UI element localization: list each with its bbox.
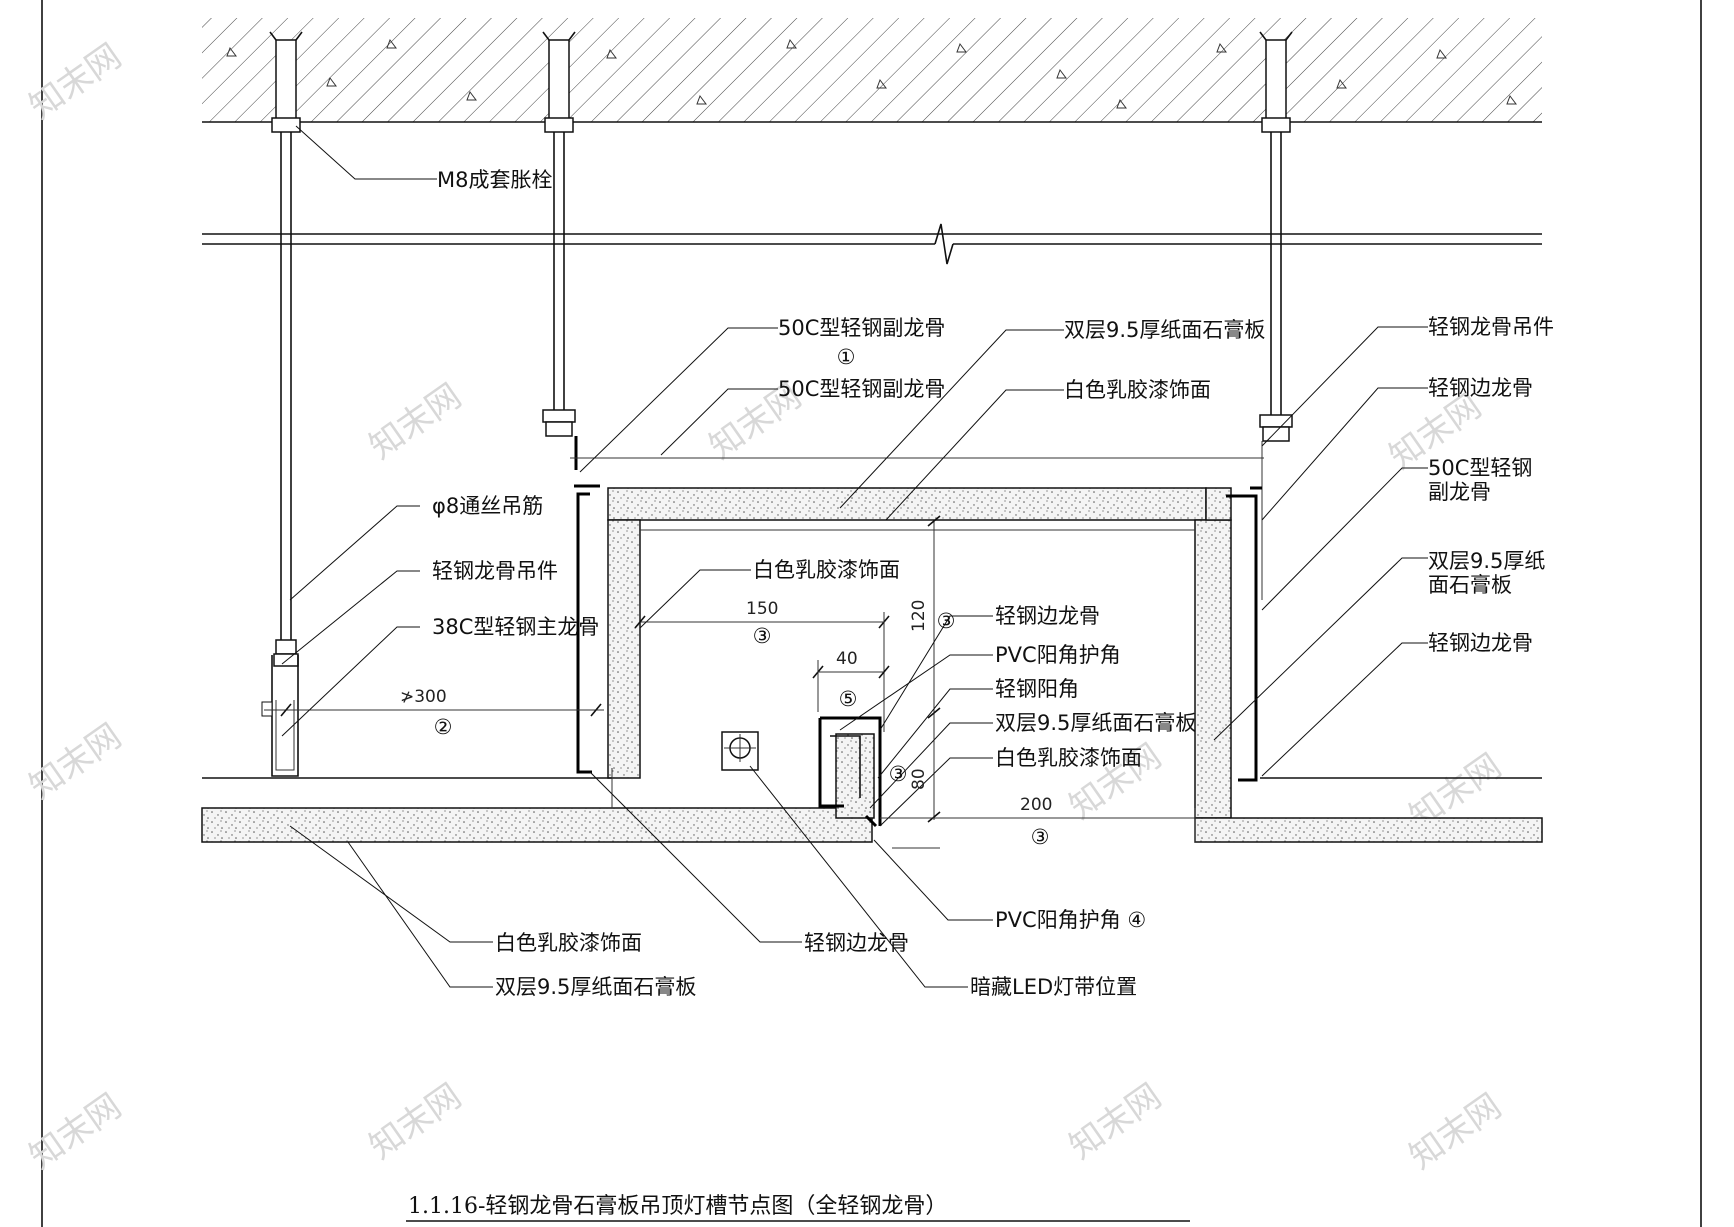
label-double-board-bottom: 双层9.5厚纸面石膏板: [495, 975, 696, 999]
gypsum-board-right-wall: [1194, 487, 1232, 819]
label-rod-phi8: φ8通丝吊筋: [432, 494, 543, 518]
label-led-position: 暗藏LED灯带位置: [970, 975, 1137, 999]
label-hanger-right-top: 轻钢龙骨吊件: [1428, 315, 1554, 339]
label-double-board-right-line1: 双层9.5厚纸: [1428, 549, 1545, 573]
expansion-bolt: [542, 31, 576, 133]
hanger-clip: [261, 639, 299, 777]
gypsum-board-top: [607, 487, 1207, 521]
dimension-120: [892, 515, 941, 849]
label-50c-right-line1: 50C型轻钢: [1428, 456, 1532, 480]
label-pvc-corner-4: PVC阳角护角 ④: [995, 908, 1146, 932]
marker-1: ①: [837, 345, 856, 369]
label-50c-right-line2: 副龙骨: [1428, 480, 1491, 504]
dim-text-300: ≯300: [400, 687, 447, 707]
label-50c-sub-keel: 50C型轻钢副龙骨: [778, 316, 945, 340]
watermark-text: 知末网: [362, 1076, 468, 1167]
expansion-bolt: [1259, 31, 1293, 133]
label-pvc-corner: PVC阳角护角: [995, 643, 1121, 667]
label-double-board-mid: 双层9.5厚纸面石膏板: [995, 711, 1196, 735]
marker-2: ②: [434, 715, 453, 739]
marker-5: ⑤: [839, 687, 858, 711]
watermark-text: 知末网: [1062, 1076, 1168, 1167]
label-white-paint-bottom: 白色乳胶漆饰面: [495, 931, 642, 955]
dim-text-80: 80: [909, 768, 929, 790]
dim-text-40: 40: [836, 649, 858, 669]
drawing-title: 1.1.16-轻钢龙骨石膏板吊顶灯槽节点图（全轻钢龙骨）: [408, 1194, 947, 1219]
label-c38-main-keel: 38C型轻钢主龙骨: [432, 615, 599, 639]
label-edge-keel-bottom: 轻钢边龙骨: [804, 931, 909, 955]
hanger-rod: [280, 132, 292, 650]
hanger-rod: [553, 132, 565, 410]
concrete-slab: [202, 18, 1542, 123]
label-white-paint-top: 白色乳胶漆饰面: [1064, 378, 1211, 402]
label-m8-bolt: M8成套胀栓: [437, 168, 552, 192]
label-edge-keel-right-2: 轻钢边龙骨: [1428, 631, 1533, 655]
dim-text-200: 200: [1020, 795, 1052, 815]
label-white-paint-mid: 白色乳胶漆饰面: [995, 746, 1142, 770]
watermark-text: 知末网: [22, 1086, 128, 1177]
hanger-clip: [542, 409, 578, 470]
watermark-text: 知末网: [22, 36, 128, 127]
dim-text-150: 150: [746, 599, 778, 619]
label-steel-corner: 轻钢阳角: [995, 677, 1079, 701]
marker-3-150: ③: [753, 624, 772, 648]
expansion-bolt: [269, 31, 303, 133]
watermark-text: 知末网: [1402, 1086, 1508, 1177]
label-white-paint-inner: 白色乳胶漆饰面: [753, 558, 900, 582]
dimension-300: [264, 703, 604, 717]
label-50c-sub-keel-2: 50C型轻钢副龙骨: [778, 377, 945, 401]
marker-3-edge-keel: ③: [937, 609, 956, 633]
edge-keel-right: [1226, 486, 1262, 782]
dimension-40: [812, 660, 890, 712]
hanger-rod: [1270, 132, 1282, 415]
label-double-board-right-line2: 面石膏板: [1428, 573, 1512, 597]
label-edge-keel-mid: 轻钢边龙骨: [995, 604, 1100, 628]
gypsum-board-main-ceiling: [201, 777, 1543, 843]
marker-3-200: ③: [1031, 825, 1050, 849]
label-double-board-top: 双层9.5厚纸面石膏板: [1064, 318, 1265, 342]
led-strip-symbol: [721, 731, 759, 771]
marker-3-80: ③: [889, 762, 908, 786]
leader-lines: [281, 125, 1428, 988]
light-trough-lip: [818, 716, 882, 828]
break-line: [202, 223, 1542, 265]
edge-keel-left: [574, 484, 600, 774]
watermark-text: 知末网: [362, 376, 468, 467]
label-hanger-left: 轻钢龙骨吊件: [432, 559, 558, 583]
gypsum-board-left-wall: [607, 519, 641, 779]
watermark-text: 知末网: [22, 716, 128, 807]
label-edge-keel-right-1: 轻钢边龙骨: [1428, 376, 1533, 400]
dim-text-120: 120: [909, 600, 929, 632]
